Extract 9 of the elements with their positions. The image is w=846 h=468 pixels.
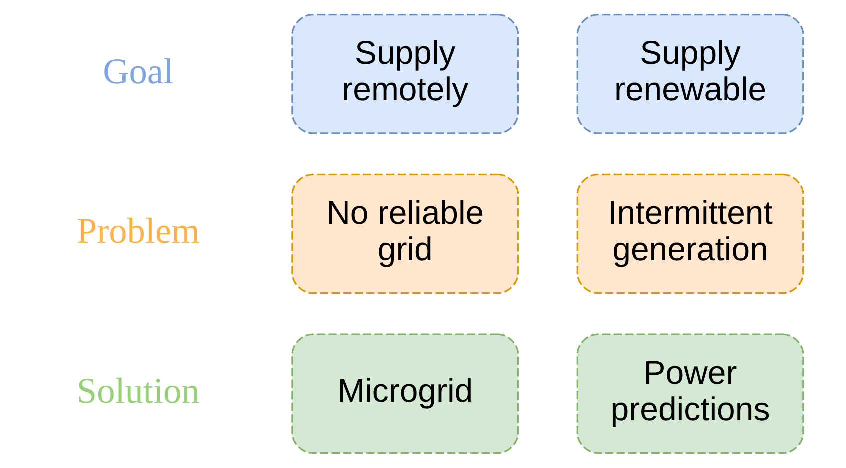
- label: Goal: [102, 51, 174, 92]
- label: Problem: [76, 211, 200, 252]
- node-box: No reliable grid: [291, 174, 519, 294]
- node-box: Power predictions: [576, 334, 804, 454]
- node-box: Supply remotely: [291, 14, 519, 134]
- label: Solution: [76, 371, 200, 412]
- node-box: Intermittent generation: [576, 174, 804, 294]
- node-box: Supply renewable: [576, 14, 804, 134]
- node-box: Microgrid: [291, 334, 519, 454]
